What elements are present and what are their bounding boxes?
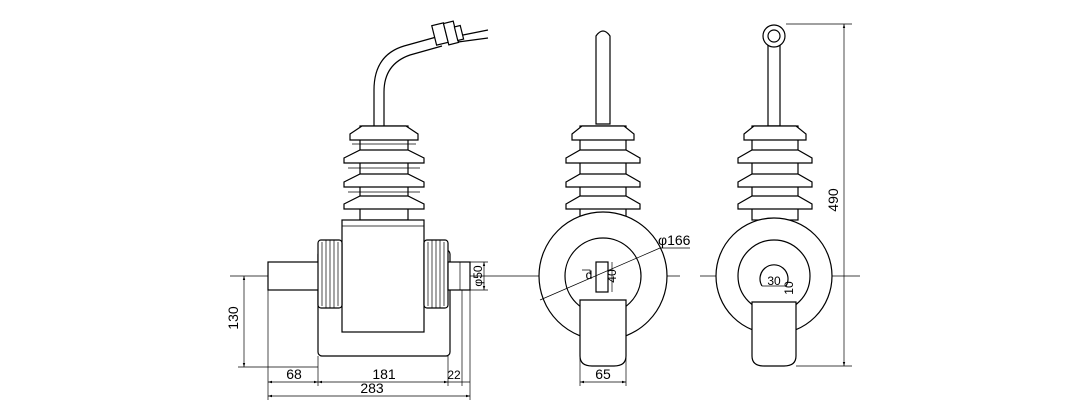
phi166-leader (539, 247, 661, 301)
dim-65: 65 (595, 366, 611, 382)
rear-view (700, 23, 860, 367)
front-dimensions (238, 261, 488, 400)
dim-40: 40 (605, 269, 619, 283)
left-ring (317, 239, 343, 309)
right-terminal (447, 261, 471, 291)
cable-gland (431, 20, 465, 46)
dim-phi166: φ166 (658, 232, 691, 248)
front-insulator (343, 125, 425, 221)
left-terminal (267, 261, 321, 291)
dim-490: 490 (825, 188, 841, 212)
right-ring (423, 239, 449, 309)
dim-30: 30 (767, 274, 781, 288)
dim-phi50: φ50 (471, 265, 485, 286)
cable-right (383, 45, 443, 128)
rear-rod (767, 43, 781, 127)
rear-insulator (737, 125, 813, 221)
front-upper-body (341, 219, 425, 333)
dim-68: 68 (286, 366, 302, 382)
dim-22: 22 (447, 368, 461, 382)
side-slot (595, 261, 609, 293)
rear-eye-inner (767, 29, 781, 43)
dim-10: 10 (782, 281, 796, 295)
dim-181: 181 (372, 366, 396, 382)
side-view (520, 30, 690, 386)
side-foot (579, 299, 627, 367)
cable-left (373, 35, 441, 128)
rear-hole (759, 264, 789, 287)
side-insulator (565, 125, 641, 221)
rear-foot (751, 301, 797, 367)
dim-283: 283 (360, 380, 384, 396)
dim-130: 130 (225, 306, 241, 330)
side-rod (595, 30, 611, 125)
rear-eye-outer (762, 24, 786, 48)
dim-d: d (586, 268, 593, 282)
front-view (230, 20, 520, 400)
